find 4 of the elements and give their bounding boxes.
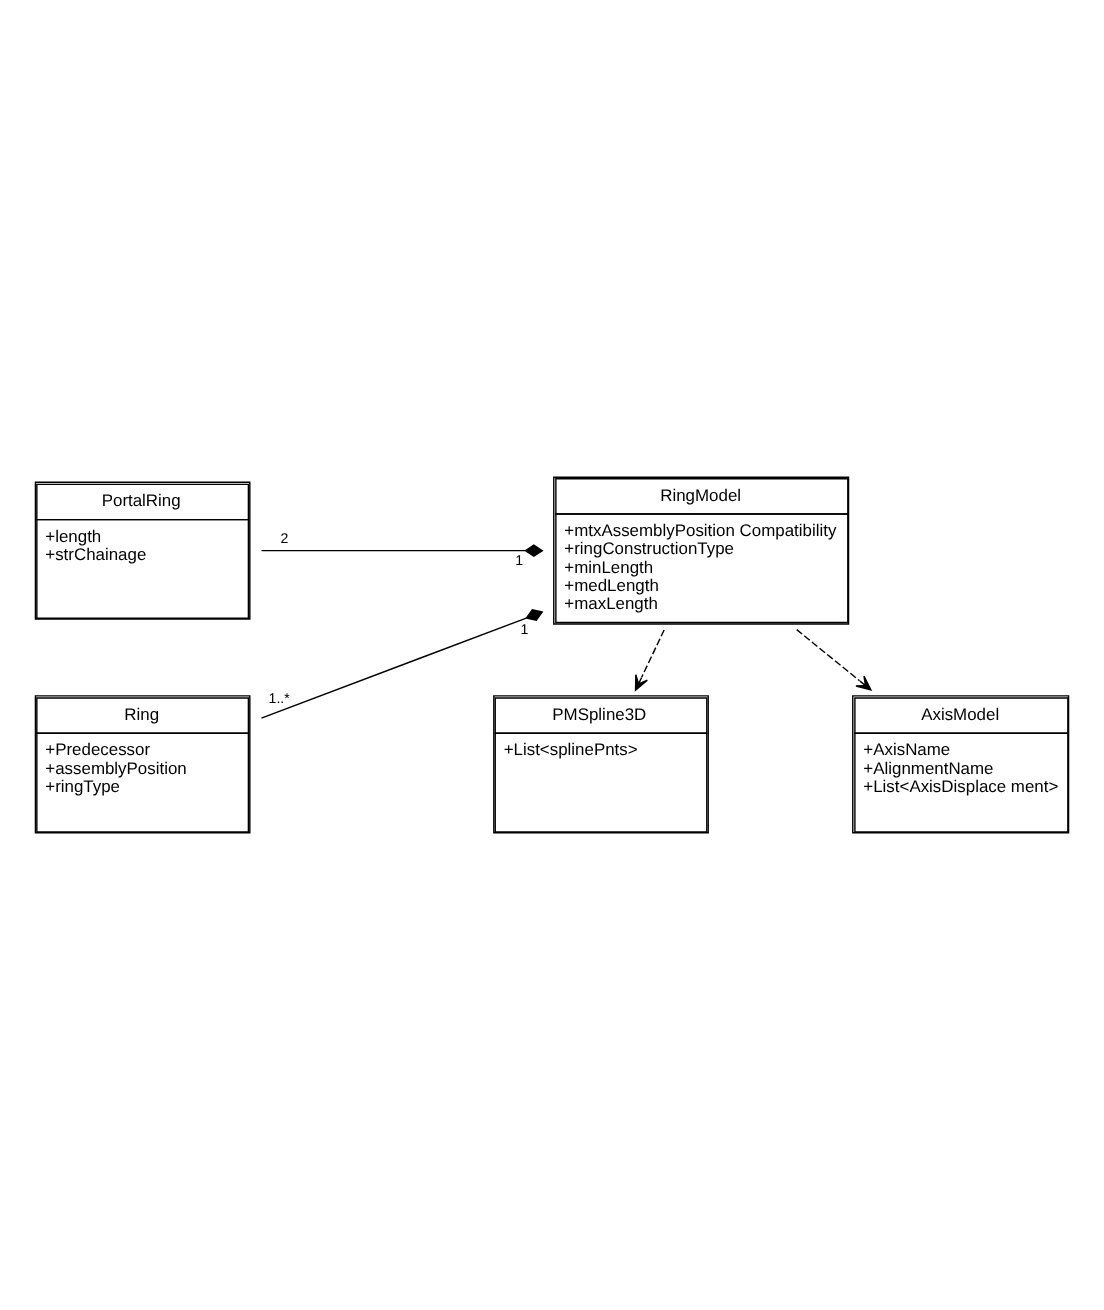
arrow: [795, 628, 872, 691]
arrow: [634, 629, 665, 691]
connector: [260, 608, 544, 719]
connector: [260, 544, 544, 558]
